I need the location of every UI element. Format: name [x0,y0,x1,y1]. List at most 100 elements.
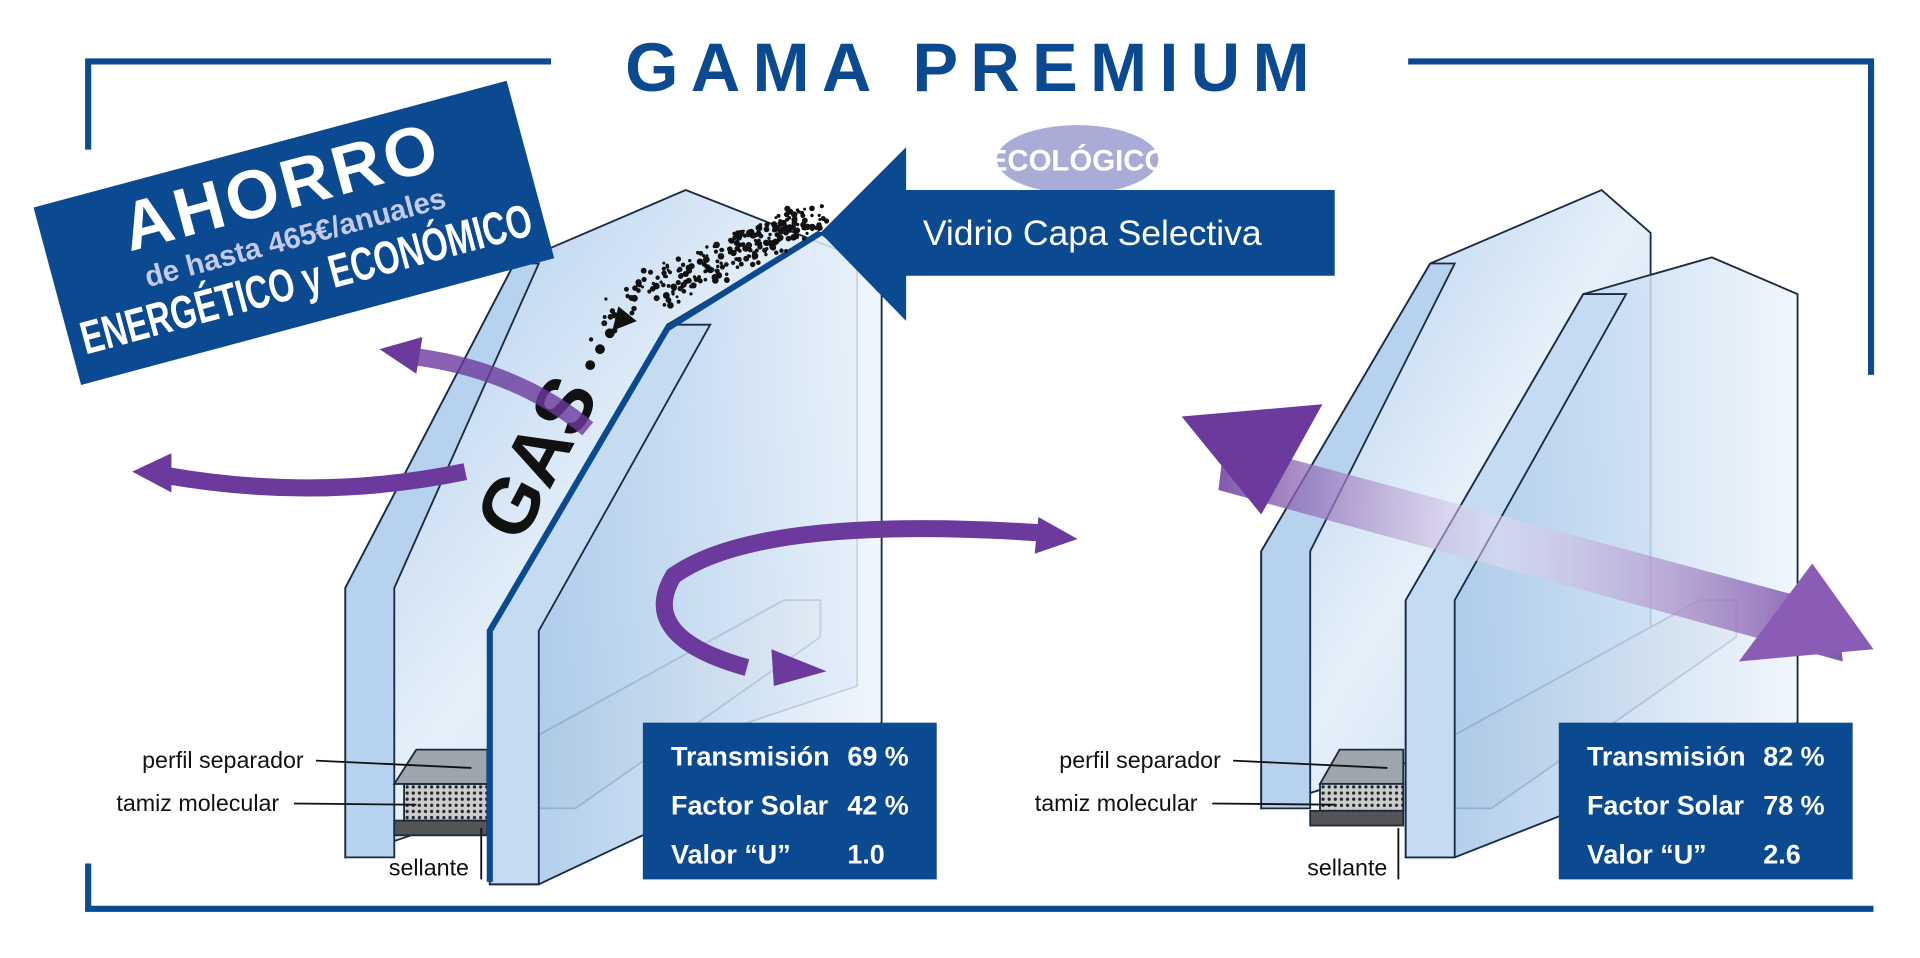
gas-particle [670,283,678,291]
gas-particle [779,227,785,232]
gas-particle [767,236,771,240]
gas-particle [666,283,671,288]
gas-particle [791,220,798,226]
gas-particle [747,247,753,253]
gas-particle [756,240,763,247]
gas-particle [771,221,778,228]
spec-name: Valor “U” [671,839,791,869]
gas-particle [795,208,800,212]
frame [85,58,1875,912]
gas-particle [801,236,806,241]
gas-particle [810,227,814,232]
gas-particle [724,262,729,267]
gas-particle [758,223,763,227]
gas-particle [785,235,792,242]
arrowheads [132,336,1078,686]
gas-particle [651,281,656,286]
gas-particle [803,207,807,211]
gas-particle [742,244,750,252]
gas-particle [764,252,768,257]
label-sieve: tamiz molecular [116,790,279,816]
gas-particle [742,233,748,238]
gas-particle [675,256,682,262]
gas-particle [809,205,815,212]
gas-particle [776,234,784,241]
gas-particle [784,249,789,253]
label-spacer: perfil separador [1059,747,1221,773]
spec-name: Transmisión [1587,742,1746,772]
gas-particle [641,285,644,289]
gas-particle [624,286,629,292]
gas-particle [741,229,745,233]
molecular-sieve [403,782,489,822]
gas-particle [727,251,732,255]
gas-particle [701,253,706,258]
gas-particle [779,248,784,253]
gas-particle [602,315,607,319]
gas-particle [719,264,726,270]
sealant [393,819,489,837]
right-specs-table: Transmisión 82 % Factor Solar 78 % Valor… [1558,722,1853,880]
label-spacer: perfil separador [142,747,304,773]
gas-particle [762,247,768,253]
gas-particle [791,211,798,218]
gas-particle [717,252,725,260]
gas-particle [720,248,725,252]
label-sealant: sellante [1307,855,1387,881]
selective-coating-line [486,230,823,882]
spec-value: 69 % [847,742,908,772]
gas-particle [777,220,784,227]
gas-particle [774,250,779,255]
gas-particle [676,299,681,304]
gas-particle [762,239,770,246]
gas-particle [712,244,717,249]
label-sealant: sellante [389,855,469,881]
gas-particle [665,297,672,304]
gas-particle [752,256,756,260]
gas-particle [817,213,821,217]
gas-particle [816,224,823,232]
gas-particle [661,270,667,276]
right-labels: perfil separador tamiz molecular sellant… [1035,747,1400,881]
gas-particle [671,292,675,296]
gas-particle [735,265,740,269]
gas-particle [805,231,809,235]
gas-particle [631,305,637,312]
gas-particle [665,263,669,268]
gas-particle [747,254,752,259]
gas-particle [786,224,793,230]
gas-particle [768,232,772,237]
gas-particle [653,295,660,302]
gas-particle [604,297,608,301]
gas-particle [738,261,744,267]
selective-glass-arrow [820,147,1335,322]
gas-particle [682,270,689,277]
spec-name: Factor Solar [671,791,829,821]
gas-particle [754,248,759,253]
gas-particle [702,256,710,263]
gas-particle [743,255,750,262]
gas-particle [803,226,807,231]
gas-particle [675,280,681,286]
gas-particle [819,204,824,209]
gas-particle [799,210,805,215]
gas-particle [661,282,666,288]
gas-particle [705,266,712,273]
gas-particle [730,249,737,257]
gas-particle [764,222,770,228]
gas-particle [792,229,797,234]
gas-particle [680,285,685,290]
gas-particle [662,303,667,307]
gas-particle [689,284,694,289]
gas-particle [666,268,670,272]
left-labels: perfil separador tamiz molecular sellant… [116,747,483,881]
eco-label: ECOLÓGICO [988,143,1168,177]
spec-value: 1.0 [847,839,884,869]
spec-name: Valor “U” [1587,839,1707,869]
gas-particle [723,277,730,283]
spec-name: Factor Solar [1587,791,1745,821]
gas-particle [655,275,660,280]
gas-flow-dots-icon [585,306,637,371]
gas-particle [689,292,693,296]
